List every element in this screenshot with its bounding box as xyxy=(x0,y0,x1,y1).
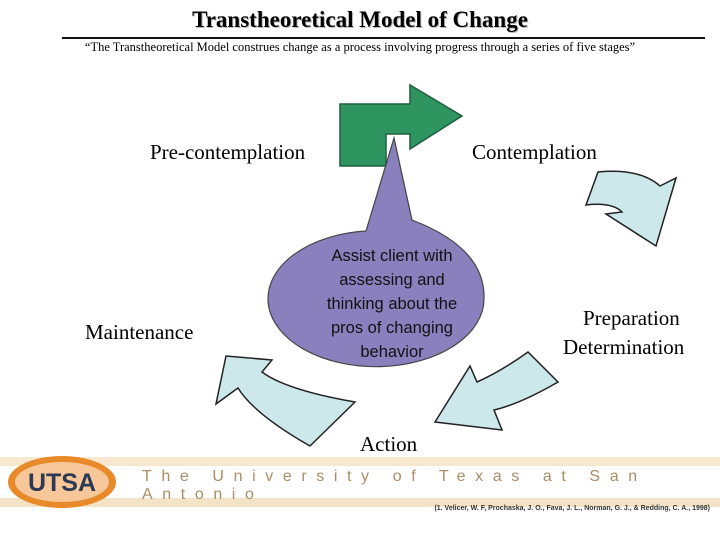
stage-contemplation: Contemplation xyxy=(472,140,597,164)
bubble-line: pros of changing xyxy=(330,319,453,337)
bubble-line: Assist client with xyxy=(331,247,453,265)
center-bubble xyxy=(267,135,485,368)
stage-action: Action xyxy=(360,432,418,456)
utsa-logo: UTSA xyxy=(8,456,116,508)
bubble-line: assessing and xyxy=(339,271,445,289)
bubble-line: behavior xyxy=(360,343,424,361)
stage-determination: Determination xyxy=(563,335,685,359)
stage-precontemplation: Pre-contemplation xyxy=(150,140,306,164)
university-name: The University of Texas at San Antonio xyxy=(142,468,647,503)
green-arrow xyxy=(339,83,464,167)
subtitle-quote: “The Transtheoretical Model construes ch… xyxy=(84,40,636,54)
title-underline xyxy=(62,37,705,39)
page-title: Transtheoretical Model of Change xyxy=(192,7,528,32)
citation: (1. Velicer, W. F, Prochaska, J. O., Fav… xyxy=(434,505,710,512)
blue-arrow-action xyxy=(214,355,357,447)
blue-arrow-contemplation xyxy=(584,170,678,248)
stage-preparation: Preparation xyxy=(583,306,680,330)
stage-maintenance: Maintenance xyxy=(85,320,194,344)
footer-band-inner xyxy=(0,466,720,498)
bubble-line: thinking about the xyxy=(326,295,458,313)
blue-arrow-preparation xyxy=(433,351,560,431)
center-bubble-text: Assist client with assessing and thinkin… xyxy=(308,244,476,364)
logo-text: UTSA xyxy=(28,469,96,497)
